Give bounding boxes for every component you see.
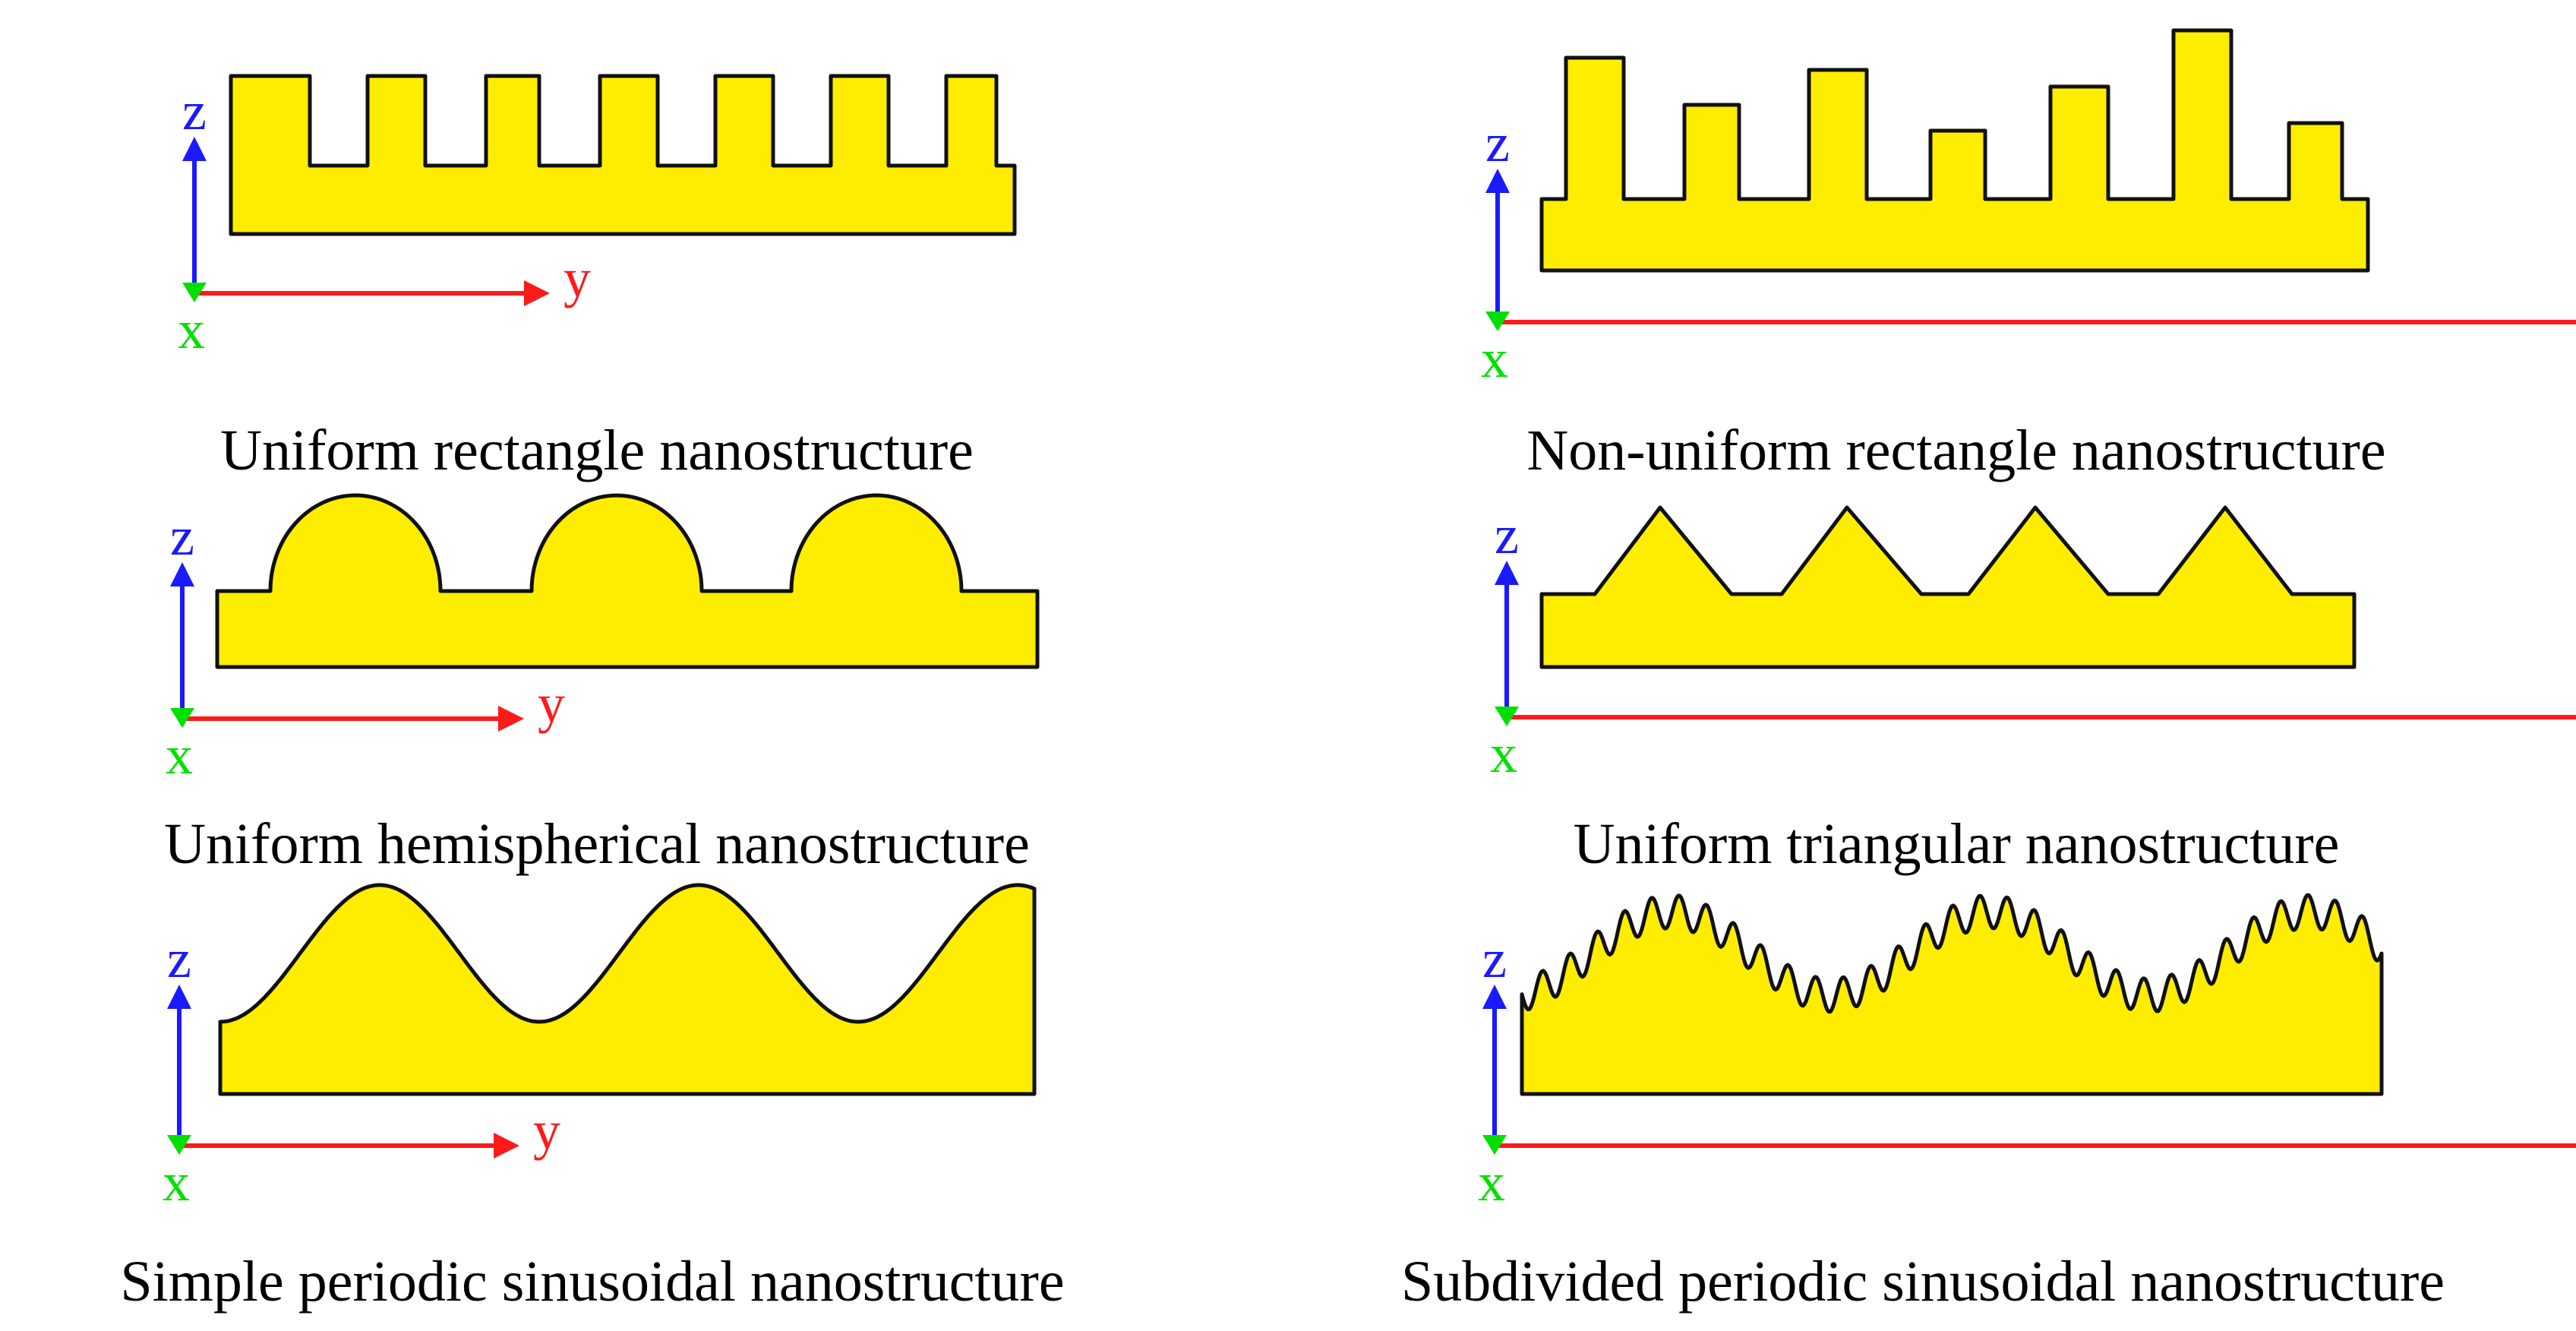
z-axis-arrowhead [1495, 561, 1519, 585]
z-axis-arrowhead [170, 562, 194, 586]
axis-triad-2: zyx [1481, 112, 2576, 389]
z-axis-label: z [1495, 504, 1519, 565]
z-axis-label: z [1482, 928, 1507, 989]
caption-uniform-triangular: Uniform triangular nanostructure [1574, 812, 2340, 876]
z-axis-label: z [1485, 112, 1510, 173]
x-axis-label: x [1481, 328, 1508, 389]
axis-triad-6: zyx [1478, 928, 2576, 1212]
panel-simple-sinusoidal: z y x Simple periodic sinusoidal nanostruc… [120, 883, 1065, 1314]
z-axis-label: z [167, 928, 191, 989]
y-axis-label: y [564, 248, 591, 308]
y-axis-arrowhead [524, 280, 550, 306]
z-axis-label: z [170, 506, 194, 567]
x-axis-arrowhead [167, 1135, 191, 1155]
x-axis-label: x [1478, 1152, 1505, 1212]
axis-triad-3: z y x [166, 506, 565, 786]
x-axis-arrowhead [170, 708, 194, 728]
x-axis-label: x [166, 725, 193, 786]
z-axis-arrowhead [1482, 985, 1507, 1009]
caption-subdivided-sinusoidal: Subdivided periodic sinusoidal nanostruc… [1401, 1250, 2445, 1314]
z-axis-arrowhead [1485, 169, 1510, 193]
x-axis-arrowhead [1482, 1135, 1507, 1155]
panel-uniform-hemispherical: z y x Uniform hemispherical nanostructure [164, 493, 1040, 876]
uniform-hemispherical-profile [215, 493, 1040, 669]
panel-uniform-rectangle: z y x Uniform rectangle nanostructure [178, 74, 1017, 482]
x-axis-arrowhead [182, 283, 207, 302]
uniform-triangular-profile [1539, 505, 2357, 669]
y-axis-arrowhead [498, 706, 524, 732]
axis-triad-5: z y x [163, 928, 560, 1212]
axis-triad-4: zyx [1490, 504, 2576, 784]
x-axis-label: x [178, 299, 205, 360]
x-axis-arrowhead [1495, 707, 1519, 726]
z-axis-arrowhead [167, 985, 191, 1009]
panel-non-uniform-rectangle: zyx Non-uniform rectangle nanostructure [1481, 28, 2576, 482]
subdivided-sinusoidal-profile [1520, 893, 2384, 1096]
simple-sinusoidal-profile [218, 883, 1037, 1096]
caption-uniform-hemispherical: Uniform hemispherical nanostructure [164, 812, 1030, 876]
x-axis-arrowhead [1485, 311, 1510, 331]
x-axis-label: x [163, 1152, 190, 1212]
caption-uniform-rectangle: Uniform rectangle nanostructure [220, 419, 974, 482]
y-axis-label: y [533, 1100, 560, 1161]
x-axis-label: x [1490, 723, 1517, 784]
panel-uniform-triangular: zyx Uniform triangular nanostructure [1490, 504, 2576, 876]
y-axis-label: y [538, 673, 565, 734]
y-axis-arrowhead [494, 1133, 519, 1159]
z-axis-arrowhead [182, 137, 207, 161]
axis-triad-1: z y x [178, 81, 591, 360]
uniform-rectangle-profile [229, 74, 1017, 236]
non-uniform-rectangle-profile [1539, 28, 2370, 273]
panel-subdivided-sinusoidal: zyx Subdivided periodic sinusoidal nanos… [1401, 893, 2576, 1314]
caption-non-uniform-rectangle: Non-uniform rectangle nanostructure [1526, 419, 2385, 482]
caption-simple-sinusoidal: Simple periodic sinusoidal nanostructure [120, 1250, 1064, 1314]
z-axis-label: z [182, 81, 207, 141]
